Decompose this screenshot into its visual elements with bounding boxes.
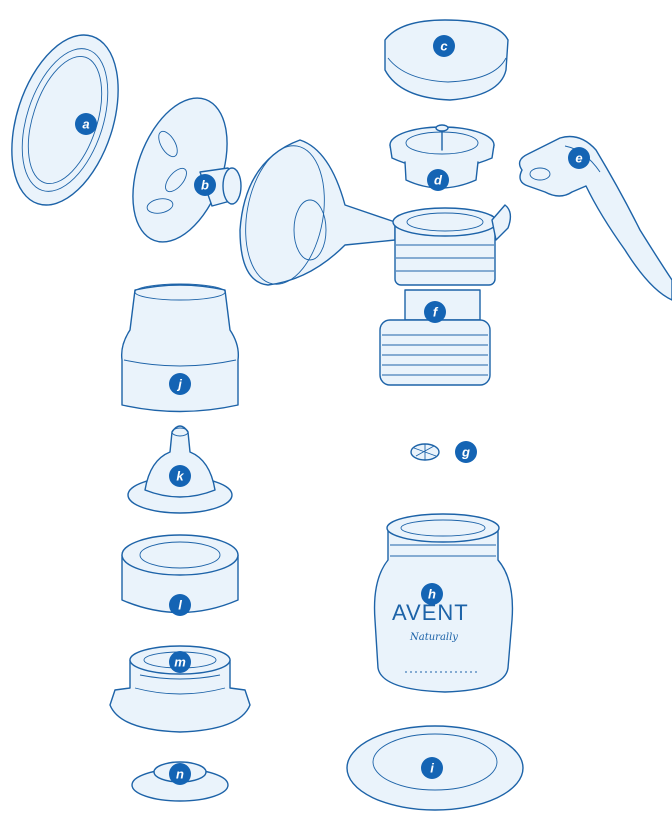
label-badge-i: i <box>421 757 443 779</box>
part-a-massage-cushion <box>0 21 138 218</box>
part-h-bottle: AVENT Naturally <box>375 514 513 692</box>
label-badge-m: m <box>169 651 191 673</box>
label-badge-d: d <box>427 169 449 191</box>
bottle-subbrand-text: Naturally <box>409 632 458 643</box>
svg-text:k: k <box>176 469 184 484</box>
svg-text:i: i <box>430 761 434 776</box>
part-b-petal-cushion <box>115 85 245 255</box>
svg-text:g: g <box>461 445 470 460</box>
svg-text:h: h <box>428 587 436 602</box>
svg-text:m: m <box>174 655 186 670</box>
svg-text:l: l <box>178 598 182 613</box>
label-badge-e: e <box>568 147 590 169</box>
label-badge-f: f <box>424 301 446 323</box>
label-badge-h: h <box>421 583 443 605</box>
label-badge-j: j <box>169 373 191 395</box>
svg-text:c: c <box>440 39 448 54</box>
svg-text:d: d <box>434 173 443 188</box>
part-e-handle <box>520 137 672 301</box>
label-badge-c: c <box>433 35 455 57</box>
svg-text:b: b <box>201 178 209 193</box>
label-badge-l: l <box>169 594 191 616</box>
svg-text:n: n <box>176 767 184 782</box>
label-badge-g: g <box>455 441 477 463</box>
label-badge-k: k <box>169 465 191 487</box>
part-g-valve <box>411 444 439 460</box>
label-badge-n: n <box>169 763 191 785</box>
svg-text:e: e <box>575 151 582 166</box>
label-badge-b: b <box>194 174 216 196</box>
part-c-cover <box>385 20 508 100</box>
svg-text:a: a <box>82 117 89 132</box>
label-badge-a: a <box>75 113 97 135</box>
